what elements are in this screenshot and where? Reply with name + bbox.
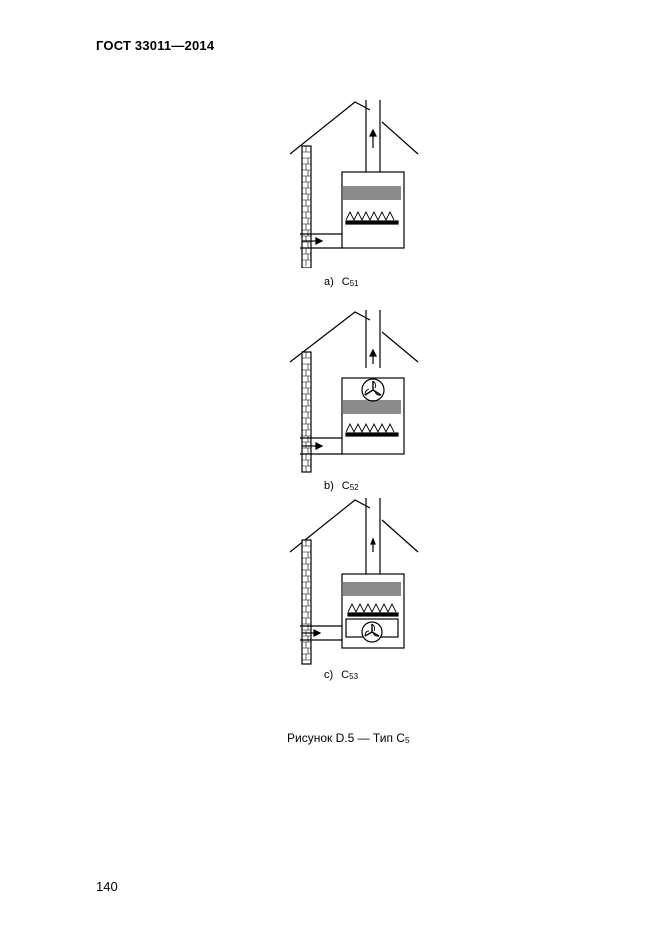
figure-label-c53: c) C53 [324,669,358,681]
arrow-icon [369,128,377,148]
burner-icon [347,602,399,617]
figure-type: C [341,276,350,288]
arrow-icon [369,348,377,364]
brick-wall [301,539,312,665]
roof-left [289,499,371,553]
figure-type-sub: 52 [349,483,359,492]
fan-icon [361,378,385,402]
fan-icon [361,621,383,643]
figure-label-c51: a) C51 [324,276,359,288]
burner-icon [345,422,399,437]
diagram-c53 [280,496,430,666]
figure-type-sub: 53 [349,672,359,681]
diagram-c51 [280,98,430,268]
figure-label-c52: b) C52 [324,480,359,492]
heat-exchanger [343,400,401,414]
arrow-icon [370,537,376,552]
brick-wall [301,145,312,268]
caption-sub: 5 [404,736,410,745]
roof-left [289,311,371,363]
diagram-c52 [280,308,430,478]
figure-type: C [341,669,350,681]
caption-text: Рисунок D.5 — Тип C [287,731,405,745]
appliance-body [341,573,405,649]
arrow-icon [302,629,322,637]
burner-icon [345,210,399,225]
brick-wall [301,351,312,473]
arrow-icon [302,237,324,245]
roof-left [289,101,371,155]
heat-exchanger [343,582,401,596]
appliance-body [341,171,405,249]
figure-letter: c) [324,669,334,681]
roof-right [381,121,419,155]
page-number: 140 [96,879,118,894]
appliance-body [341,377,405,455]
figure-letter: a) [324,276,334,288]
figure-type-sub: 51 [349,279,359,288]
heat-exchanger [343,186,401,200]
figure-caption: Рисунок D.5 — Тип C5 [287,731,409,745]
figure-type: C [341,480,350,492]
document-header: ГОСТ 33011—2014 [96,38,215,53]
arrow-icon [302,442,324,450]
roof-right [381,519,419,553]
figure-letter: b) [324,480,334,492]
roof-right [381,331,419,363]
